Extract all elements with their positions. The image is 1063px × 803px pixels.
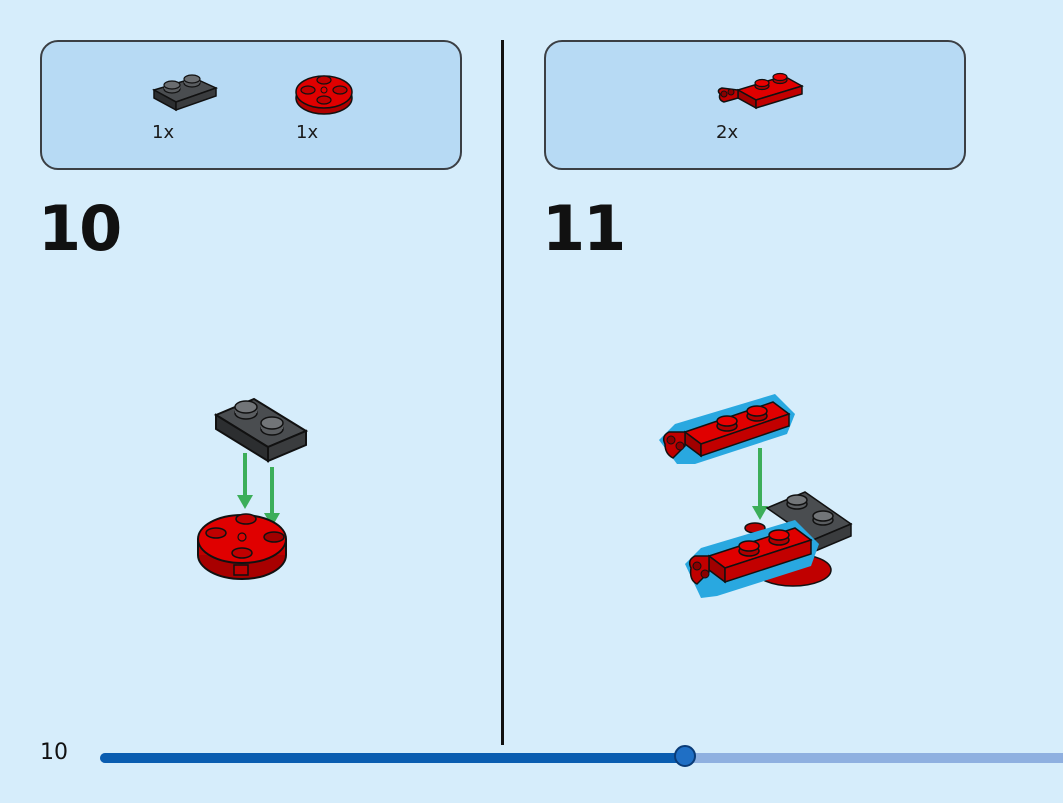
step-11-assembly-illustration <box>655 388 860 614</box>
parts-callout-step-10: 1x 1x <box>40 40 462 170</box>
red-round-plate-2x2-icon <box>197 513 287 580</box>
progress-slider-handle[interactable] <box>673 745 696 767</box>
part-quantity: 2x <box>716 122 739 143</box>
page-divider <box>501 40 504 745</box>
page-number: 10 <box>40 740 68 765</box>
step-number: 10 <box>38 192 122 265</box>
part-quantity: 1x <box>296 122 319 143</box>
dark-gray-plate-1x2-icon <box>150 74 220 114</box>
red-plate-with-clip-icon <box>659 394 795 464</box>
red-plate-with-clip-icon <box>685 520 819 598</box>
part-quantity: 1x <box>152 122 175 143</box>
parts-callout-step-11: 2x <box>544 40 966 170</box>
progress-bar-fill <box>100 753 685 763</box>
arrow-down-icon <box>237 453 280 527</box>
dark-gray-plate-1x2-icon <box>213 397 309 463</box>
step-number: 11 <box>542 192 626 265</box>
progress-bar[interactable] <box>100 745 1063 767</box>
red-round-plate-2x2-icon <box>292 68 358 118</box>
red-plate-with-clip-icon <box>714 70 804 112</box>
step-10-assembly-illustration <box>190 395 320 599</box>
arrow-down-icon <box>752 448 768 520</box>
